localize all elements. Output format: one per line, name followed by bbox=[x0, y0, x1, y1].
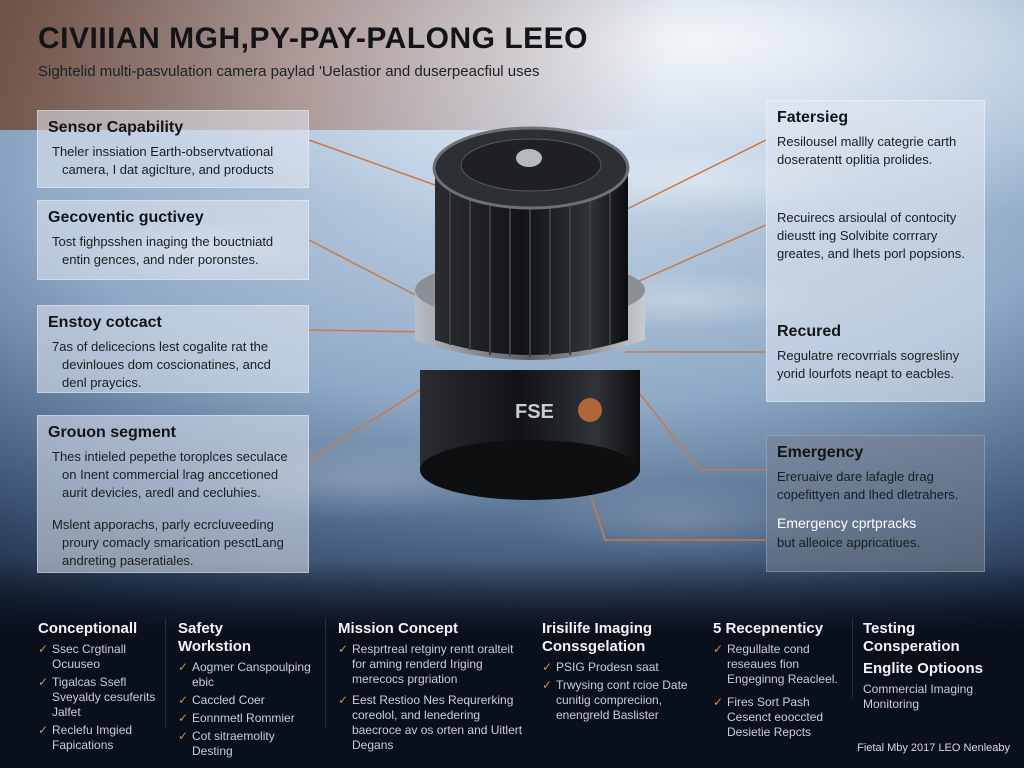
panel-bullet: Tost fighpsshen inaging the bouctniatd e… bbox=[52, 234, 274, 267]
column-item: Aogmer Canspoulping ebic bbox=[178, 660, 318, 690]
connector-line bbox=[308, 139, 436, 186]
column-heading: Conceptionall bbox=[38, 620, 138, 637]
column-item: Regullalte cond reseaues fion Engeginng … bbox=[713, 642, 848, 687]
column-heading: Safety Workstion bbox=[178, 620, 252, 655]
column-heading: Irisilife Imaging Conssgelation bbox=[542, 620, 653, 655]
column-imaging: Irisilife Imaging Conssgelation PSIG Pro… bbox=[542, 620, 707, 726]
column-item: Resprtreal retginy rentt oralteit for am… bbox=[338, 642, 523, 687]
connector-line bbox=[308, 239, 426, 301]
satellite-label: FSE bbox=[515, 401, 554, 423]
column-item: Cot sitraemolity Desting bbox=[178, 729, 318, 759]
footer-credit: Fietal Mby 2017 LEO Nenleaby bbox=[857, 742, 1010, 754]
panel-bullet: Theler inssiation Earth-observtvational … bbox=[52, 144, 274, 177]
connector-line bbox=[308, 329, 431, 333]
panel-heading: Gecoventic guctivey bbox=[48, 209, 204, 226]
column-safety: Safety Workstion Aogmer Canspoulping ebi… bbox=[178, 620, 318, 762]
column-item: Reclefu Imgied Fapications bbox=[38, 723, 163, 753]
panel-bullet: Mslent apporachs, parly ecrcluveeding pr… bbox=[52, 517, 284, 568]
panel-heading: Grouon segment bbox=[48, 424, 177, 441]
panel-bullet: 7as of delicecions lest cogalite rat the… bbox=[52, 339, 271, 390]
panel-enstoy-contact: Enstoy cotcact 7as of delicecions lest c… bbox=[37, 305, 309, 393]
panel-text: Ereruaive dare lafagle drag copefittyen … bbox=[777, 469, 959, 502]
panel-ground-segment: Grouon segment Thes intieled pepethe tor… bbox=[37, 415, 309, 573]
column-subheading: Englite Optioons bbox=[863, 660, 983, 677]
column-recepnenticy: 5 Recepnenticy Regullalte cond reseaues … bbox=[713, 620, 848, 743]
column-heading: Mission Concept bbox=[338, 620, 459, 637]
column-item: PSIG Prodesn saat bbox=[542, 660, 707, 675]
panel-text: but alleoice appricatiues. bbox=[777, 535, 921, 550]
column-item: Eonnmetl Rommier bbox=[178, 711, 318, 726]
panel-subheading: Emergency cprtpracks bbox=[777, 515, 917, 531]
page-title: CIVIIIAN MGH,PY-PAY-PALONG LEEO bbox=[38, 22, 589, 55]
panel-heading: Enstoy cotcact bbox=[48, 314, 162, 331]
panel-heading: Sensor Capability bbox=[48, 119, 184, 136]
column-testing: Testing Consperation Englite Optioons Co… bbox=[863, 620, 1013, 712]
column-item: Trwysing cont rcioe Date cunitig comprec… bbox=[542, 678, 707, 723]
connector-line bbox=[624, 374, 766, 471]
connector-line bbox=[629, 224, 767, 286]
mission-emblem-icon bbox=[578, 398, 602, 422]
panel-emergency: Emergency Ereruaive dare lafagle drag co… bbox=[766, 435, 985, 572]
panel-text: Resilousel mallly categrie carth doserat… bbox=[777, 134, 957, 167]
page-subtitle: Sightelid multi-pasvulation camera payla… bbox=[38, 63, 540, 80]
panel-heading: Recured bbox=[777, 323, 842, 340]
column-conceptional: Conceptionall Ssec Crgtinall Ocuuseo Tig… bbox=[38, 620, 163, 756]
connector-line bbox=[308, 389, 421, 461]
column-mission-concept: Mission Concept Resprtreal retginy rentt… bbox=[338, 620, 523, 756]
column-item: Caccled Coer bbox=[178, 693, 318, 708]
panel-text: Recuirecs arsioulal of contocity dieustt… bbox=[777, 210, 965, 261]
column-item: Tigalcas Ssefl Sveyaldy cesuferits Jalfe… bbox=[38, 675, 163, 720]
column-heading: 5 Recepnenticy bbox=[713, 620, 824, 637]
panel-heading: Emergency bbox=[777, 444, 864, 461]
column-text: Commercial Imaging Monitoring bbox=[863, 682, 974, 711]
connector-line bbox=[614, 139, 767, 216]
panel-geocentric: Gecoventic guctivey Tost fighpsshen inag… bbox=[37, 200, 309, 280]
column-item: Ssec Crgtinall Ocuuseo bbox=[38, 642, 163, 672]
panel-heading: Fatersieg bbox=[777, 109, 849, 126]
panel-text: Regulatre recovrrials sogresliny yorid l… bbox=[777, 348, 960, 381]
column-item: Eest Restioo Nes Requrerking coreolol, a… bbox=[338, 693, 523, 753]
panel-bullet: Thes intieled pepethe toroplces seculace… bbox=[52, 449, 288, 500]
column-item: Fires Sort Pash Cesenct eooccted Desieti… bbox=[713, 695, 848, 740]
panel-sensor-capability: Sensor Capability Theler inssiation Eart… bbox=[37, 110, 309, 188]
column-heading: Testing Consperation bbox=[863, 620, 960, 655]
panel-features: Fatersieg Resilousel mallly categrie car… bbox=[766, 100, 985, 402]
